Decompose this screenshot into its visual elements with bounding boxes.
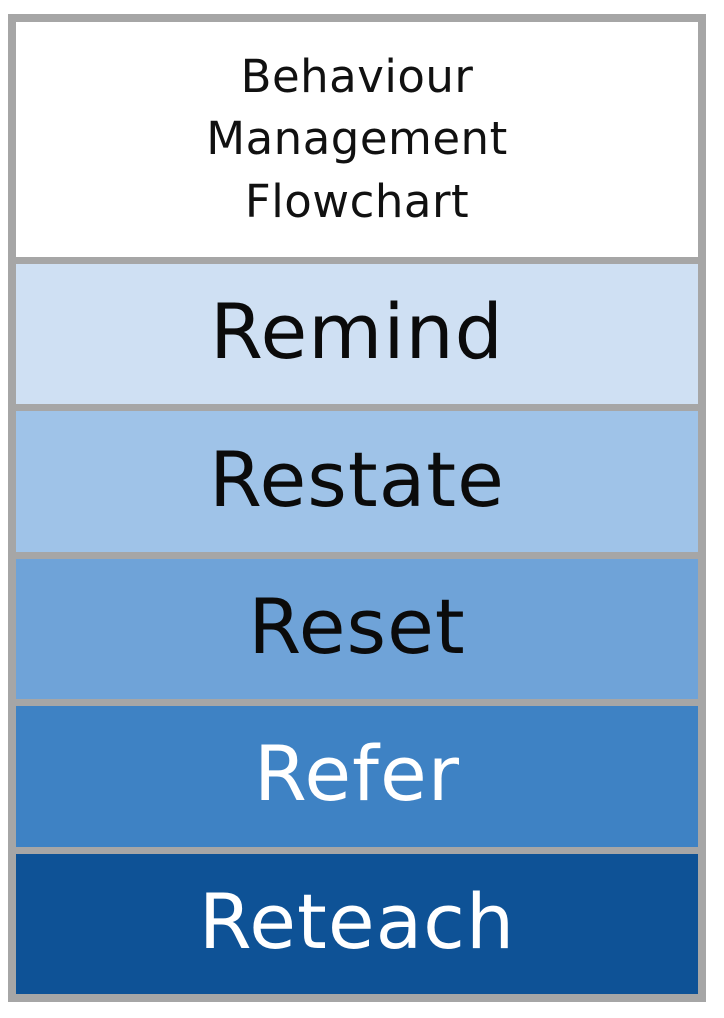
step-remind: Remind	[16, 257, 698, 405]
step-reteach: Reteach	[16, 846, 698, 995]
step-reset-label: Reset	[248, 582, 466, 672]
step-reset: Reset	[16, 551, 698, 700]
step-remind-label: Remind	[210, 287, 504, 377]
title-box: Behaviour Management Flowchart	[16, 22, 698, 257]
step-reteach-label: Reteach	[198, 876, 516, 966]
step-restate: Restate	[16, 404, 698, 552]
flowchart-board: Behaviour Management Flowchart Remind Re…	[8, 14, 706, 1002]
step-restate-label: Restate	[209, 434, 505, 524]
page-title: Behaviour Management Flowchart	[206, 50, 508, 228]
step-refer-label: Refer	[254, 729, 460, 819]
step-refer: Refer	[16, 699, 698, 847]
